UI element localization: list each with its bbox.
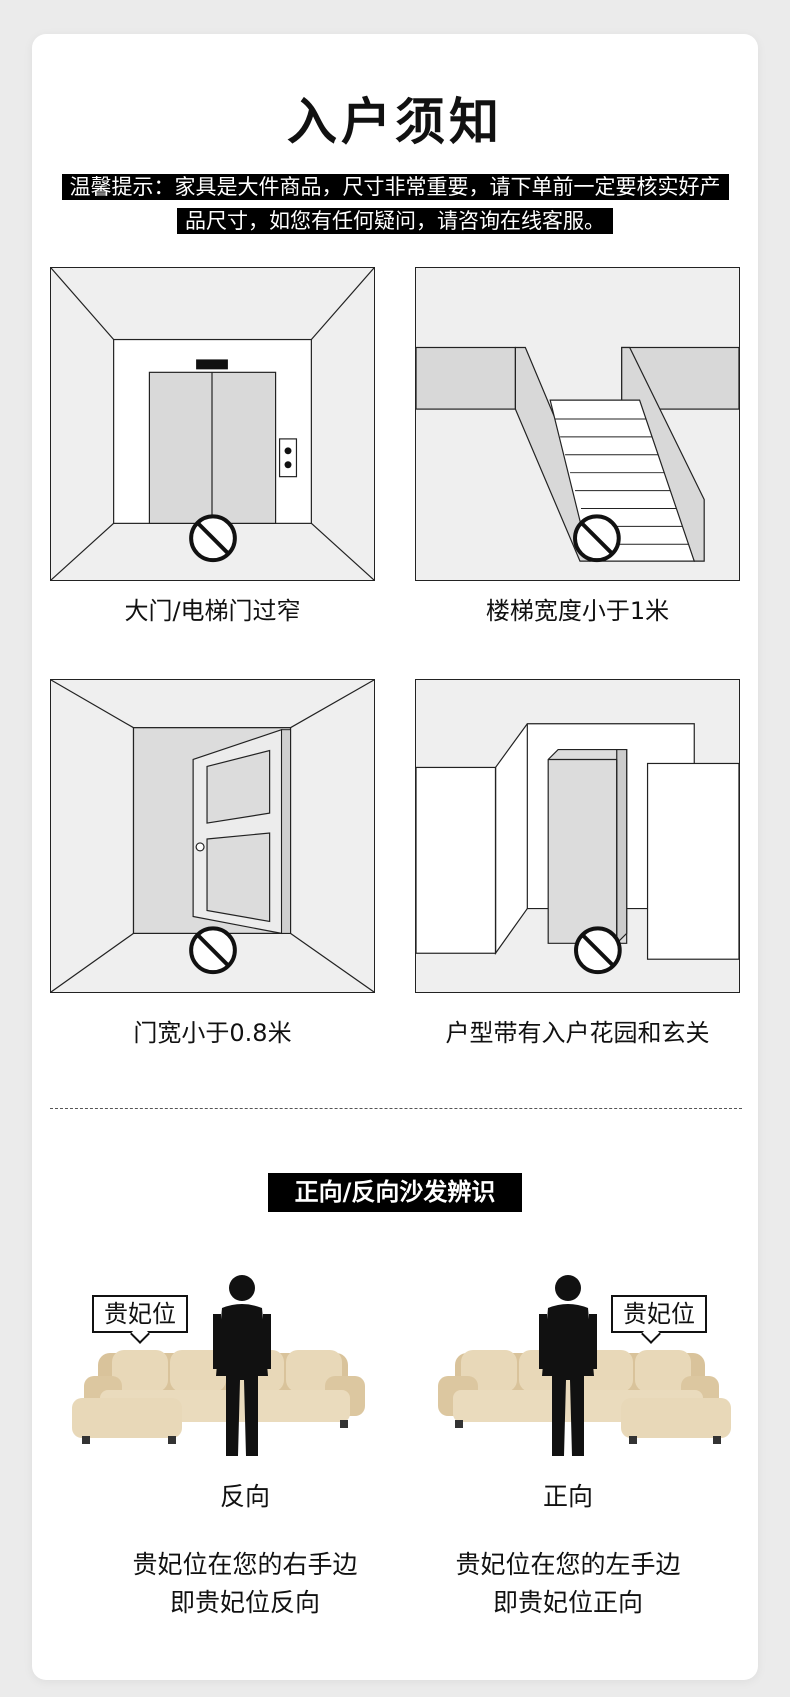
desc-right-line2: 即贵妃位正向 xyxy=(492,1588,643,1617)
panel-caption: 楼梯宽度小于1米 xyxy=(485,597,670,625)
elevator-illustration xyxy=(50,267,375,581)
no-entry-icon xyxy=(189,514,237,563)
elevator-icon xyxy=(51,268,374,580)
man-silhouette-icon xyxy=(539,1275,597,1456)
no-entry-icon xyxy=(189,926,237,975)
door-illustration xyxy=(50,679,375,993)
page-title: 入户须知 xyxy=(287,93,503,151)
direction-label-left: 反向 xyxy=(219,1482,270,1511)
panel-caption: 大门/电梯门过窄 xyxy=(124,597,301,625)
notice-line-1: 温馨提示：家具是大件商品，尺寸非常重要，请下单前一定要核实好产 xyxy=(0,172,790,202)
panel-caption: 户型带有入户花园和玄关 xyxy=(445,1019,710,1047)
desc-right-line1: 贵妃位在您的左手边 xyxy=(455,1550,681,1579)
panel-caption: 门宽小于0.8米 xyxy=(133,1019,292,1047)
stairs-icon xyxy=(416,268,739,580)
notice-line-2: 品尺寸，如您有任何疑问，请咨询在线客服。 xyxy=(0,206,790,236)
section-title: 正向/反向沙发辨识 xyxy=(268,1173,522,1212)
sofa-icon xyxy=(438,1275,731,1456)
man-silhouette-icon xyxy=(213,1275,271,1456)
foyer-illustration xyxy=(415,679,740,993)
sofa-forward-illustration xyxy=(423,1270,733,1460)
desc-left-line2: 即贵妃位反向 xyxy=(169,1588,320,1617)
sofa-icon xyxy=(72,1275,365,1456)
desc-left-line1: 贵妃位在您的右手边 xyxy=(132,1550,358,1579)
no-entry-icon xyxy=(574,926,622,975)
section-divider xyxy=(50,1108,742,1109)
sofa-reverse-illustration xyxy=(70,1270,380,1460)
door-icon xyxy=(51,680,374,992)
direction-label-right: 正向 xyxy=(542,1482,593,1511)
stairs-illustration xyxy=(415,267,740,581)
chaise-tag-right: 贵妃位 xyxy=(611,1295,707,1333)
foyer-icon xyxy=(416,680,739,992)
no-entry-icon xyxy=(573,514,621,563)
